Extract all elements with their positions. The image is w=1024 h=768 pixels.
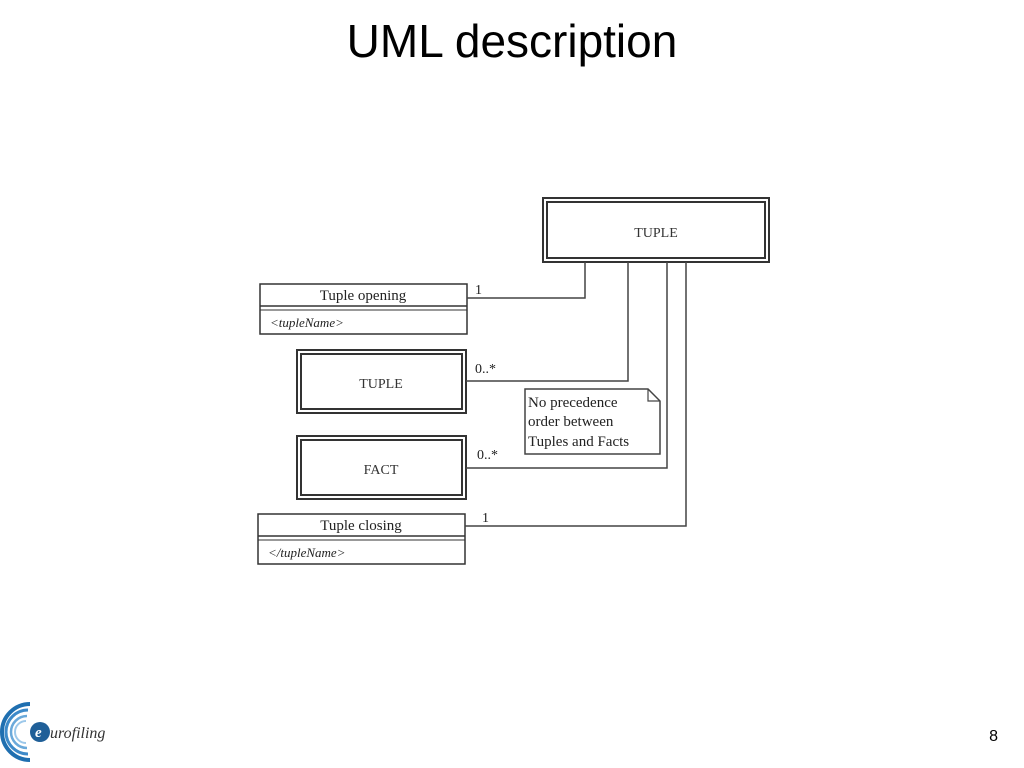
closing-multiplicity: 1 <box>482 511 489 526</box>
tuple-closing-class: Tuple closing </tupleName> <box>257 513 466 565</box>
eurofiling-logo: e urofiling <box>0 702 105 762</box>
logo-swirl-icon <box>0 702 31 762</box>
note-line-3: Tuples and Facts <box>528 434 629 450</box>
tuple-opening-attribute: <tupleName> <box>270 315 344 330</box>
association-lines <box>465 262 687 527</box>
fact-label: FACT <box>364 463 399 478</box>
tuple-opening-label: Tuple opening <box>320 288 407 304</box>
tuple-child-class: TUPLE <box>296 349 467 414</box>
opening-multiplicity: 1 <box>475 283 482 298</box>
logo-wordmark: urofiling <box>50 725 105 742</box>
fact-class: FACT <box>296 435 467 500</box>
closing-connector <box>465 262 687 527</box>
tuple-opening-class: Tuple opening <tupleName> <box>259 283 468 335</box>
tuple-closing-attribute: </tupleName> <box>268 545 345 560</box>
note-line-1: No precedence <box>528 395 618 411</box>
precedence-note: No precedence order between Tuples and F… <box>524 388 661 455</box>
tuple-parent-label: TUPLE <box>634 226 678 241</box>
tuple-child-multiplicity: 0..* <box>475 362 496 377</box>
slide-title: UML description <box>346 15 678 67</box>
fact-multiplicity: 0..* <box>477 448 498 463</box>
note-line-2: order between <box>528 414 614 430</box>
tuple-parent-class: TUPLE <box>542 197 770 263</box>
tuple-child-connector <box>466 262 629 382</box>
tuple-closing-label: Tuple closing <box>320 518 402 534</box>
tuple-child-label: TUPLE <box>359 377 403 392</box>
opening-connector <box>467 262 586 299</box>
page-number: 8 <box>989 728 998 745</box>
fact-connector <box>466 262 668 469</box>
logo-e-letter: e <box>35 725 42 741</box>
logo-e-circle <box>30 722 50 742</box>
